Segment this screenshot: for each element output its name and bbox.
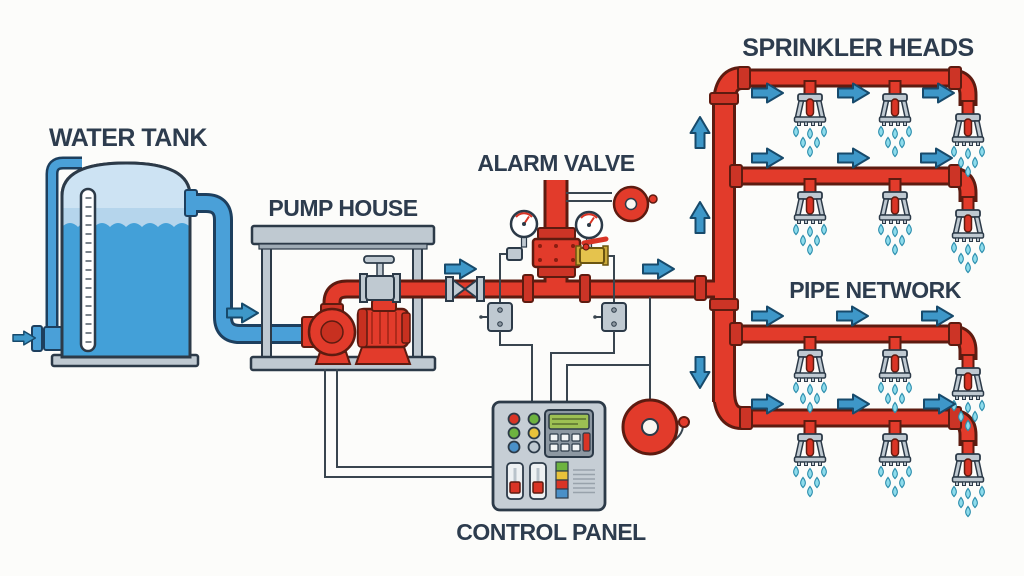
sprinkler-head-icon (794, 179, 827, 255)
valve-body (531, 237, 582, 269)
pump-house-left-leg (261, 243, 272, 359)
pump-control-wires (324, 369, 493, 478)
keypad-module (544, 409, 594, 458)
sprinkler-head-icon (879, 179, 912, 255)
motor-icon (356, 299, 411, 349)
valve-lower-flange (537, 266, 576, 278)
pump-house-label: PUMP HOUSE (268, 195, 417, 221)
water-tank (31, 156, 304, 368)
flow-arrow-right-icon (921, 305, 954, 327)
pipe-network-icon (322, 66, 978, 446)
control-panel-icon (491, 400, 607, 512)
valve-upper-flange (537, 227, 576, 240)
check-valve-icon (445, 276, 485, 302)
sprinkler-head-icon (879, 81, 912, 157)
pressure-switch-icon (478, 302, 513, 332)
feed-flange (694, 275, 707, 301)
main-flange (579, 274, 591, 303)
red-key (582, 432, 591, 452)
fire-pump-icon (301, 299, 412, 365)
suction-pipe-icon (184, 189, 304, 344)
flow-arrow-right-icon (642, 258, 675, 280)
gate-valve-icon (359, 255, 401, 303)
signal-wires (499, 297, 651, 402)
flow-arrow-right-icon (444, 258, 477, 280)
alarm-valve-label: ALARM VALVE (477, 150, 634, 176)
gauge-fitting (506, 247, 523, 261)
pump-house-roof (250, 224, 436, 246)
flow-arrow-right-icon (751, 147, 784, 169)
flow-arrow-right-icon (751, 305, 784, 327)
fill-pipe-icon (45, 156, 82, 338)
flow-arrow-right-icon (920, 147, 953, 169)
branch-collar (948, 322, 962, 346)
flow-arrow-down-icon (689, 356, 711, 389)
keypad-keys (549, 433, 581, 452)
flow-arrow-up-icon (689, 116, 711, 149)
sprinkler-head-icon (879, 337, 912, 413)
slider-switches (506, 462, 547, 500)
sprinkler-head-icon (952, 441, 985, 517)
level-gauge-icon (79, 187, 97, 353)
lcd-display (548, 413, 590, 430)
riser-collar (709, 298, 739, 311)
alarm-valve-icon (499, 185, 658, 303)
branch-collar (729, 164, 743, 188)
control-panel-label: CONTROL PANEL (456, 519, 646, 545)
sensing-line (499, 253, 507, 303)
pipe-network-label: PIPE NETWORK (789, 277, 962, 303)
test-valve-icon (575, 236, 609, 266)
sprinkler-head-icon (794, 337, 827, 413)
panel-text-lines (573, 469, 595, 494)
gong-mount (566, 192, 612, 202)
main-flange (522, 274, 534, 303)
sprinkler-heads-label: SPRINKLER HEADS (742, 34, 973, 62)
flow-arrow-right-icon (837, 147, 870, 169)
branch-collar (948, 66, 962, 90)
pump-house-right-leg (412, 243, 423, 359)
flow-arrow-right-icon (836, 305, 869, 327)
alarm-bell-icon (621, 398, 690, 456)
pressure-switch-icon (592, 302, 627, 332)
branch-collar (739, 406, 753, 430)
roof-lip (258, 243, 428, 250)
flow-arrow-up-icon (689, 201, 711, 234)
sprinkler-head-icon (879, 421, 912, 497)
alarm-gong-icon (612, 185, 658, 223)
motor-pedestal (354, 346, 412, 365)
water-tank-label: WATER TANK (49, 124, 207, 152)
branch-collar (729, 322, 743, 346)
valve-bolts (538, 244, 575, 262)
branch-collar (948, 164, 962, 188)
indicator-lights (507, 412, 541, 454)
sprinkler-head-icon (794, 81, 827, 157)
sprinkler-head-icon (952, 197, 985, 273)
branch-collar (737, 66, 751, 90)
sprinkler-head-icon (794, 421, 827, 497)
status-color-stack (555, 461, 569, 499)
riser-collar (709, 92, 739, 105)
